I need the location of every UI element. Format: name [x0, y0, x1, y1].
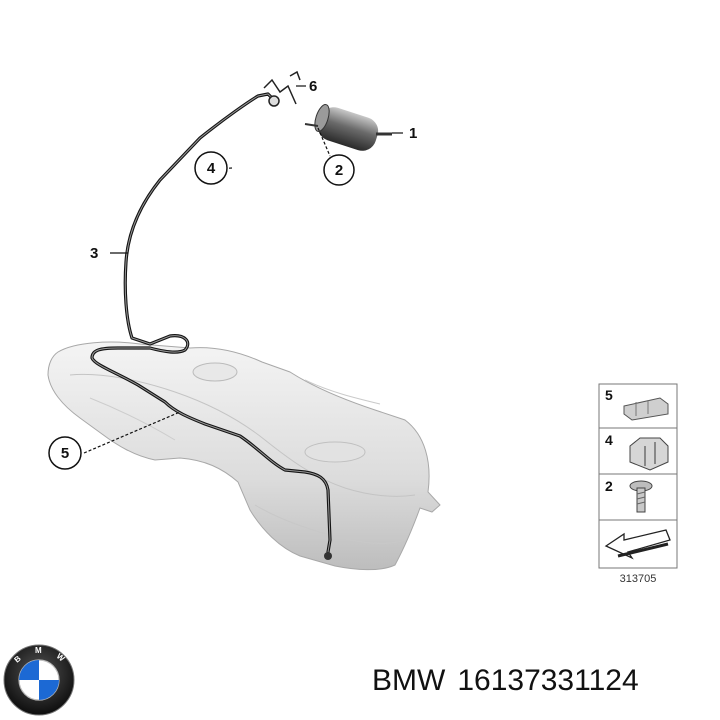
callout-5: 5 — [48, 436, 82, 470]
svg-text:5: 5 — [61, 445, 69, 462]
bmw-logo: B M W — [3, 644, 75, 716]
svg-text:4: 4 — [207, 160, 216, 177]
clip-icon — [623, 397, 669, 421]
svg-text:3: 3 — [90, 245, 98, 262]
part-caption: BMW 16137331124 — [372, 664, 639, 698]
holder-icon — [629, 437, 669, 471]
svg-text:4: 4 — [605, 432, 613, 448]
svg-text:W: W — [55, 652, 67, 664]
legend-item-2: 2 — [605, 478, 653, 513]
canister-filter — [304, 104, 392, 151]
direction-arrow-icon — [604, 529, 671, 560]
svg-text:6: 6 — [309, 78, 317, 95]
bolt-icon — [629, 480, 653, 513]
callout-1: 1 — [409, 125, 417, 142]
svg-text:M: M — [35, 646, 42, 655]
callout-2: 2 — [323, 154, 355, 186]
svg-text:5: 5 — [605, 387, 613, 403]
svg-text:2: 2 — [605, 478, 613, 494]
legend-item-4: 4 — [605, 432, 669, 471]
svg-text:2: 2 — [335, 162, 343, 179]
part-number: 16137331124 — [457, 664, 639, 697]
svg-text:B: B — [13, 654, 23, 665]
brand-name: BMW — [372, 664, 446, 697]
callout-4: 4 — [194, 151, 228, 185]
callout-3: 3 — [90, 245, 98, 262]
line-end-connector — [324, 552, 332, 560]
callout-6: 6 — [309, 78, 317, 95]
legend-item-5: 5 — [605, 387, 669, 421]
parts-legend: 5 4 2 313705 — [598, 383, 678, 585]
reference-code: 313705 — [620, 573, 657, 585]
bracket-clip — [263, 70, 301, 107]
fuel-tank — [47, 341, 441, 571]
svg-text:1: 1 — [409, 125, 417, 142]
